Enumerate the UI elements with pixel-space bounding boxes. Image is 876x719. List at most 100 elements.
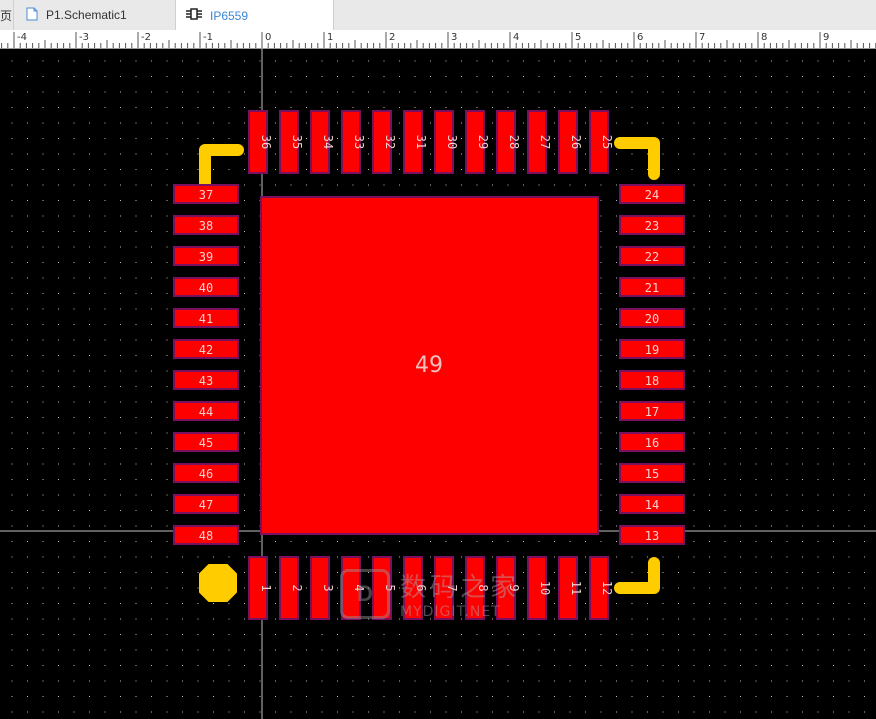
pad-shape (173, 370, 239, 390)
pad-47[interactable]: 47 (173, 494, 239, 514)
pad-45[interactable]: 45 (173, 432, 239, 452)
pad-36[interactable]: 36 (248, 110, 273, 174)
pad-shape (173, 401, 239, 421)
ruler-label: -4 (17, 32, 27, 43)
pad-13[interactable]: 13 (619, 525, 685, 545)
pad-shape (434, 110, 454, 174)
pad-8[interactable]: 8 (465, 556, 490, 620)
pad-11[interactable]: 11 (558, 556, 583, 620)
pad-34[interactable]: 34 (310, 110, 335, 174)
pad-44[interactable]: 44 (173, 401, 239, 421)
pad-1[interactable]: 1 (248, 556, 273, 620)
pad-17[interactable]: 17 (619, 401, 685, 421)
pad-18[interactable]: 18 (619, 370, 685, 390)
pad-shape (619, 401, 685, 421)
pad-number: 7 (445, 584, 459, 591)
pad-40[interactable]: 40 (173, 277, 239, 297)
pad-38[interactable]: 38 (173, 215, 239, 235)
pad-21[interactable]: 21 (619, 277, 685, 297)
pad-number: 41 (199, 312, 213, 326)
ruler-label: 1 (327, 32, 333, 43)
pad-number: 18 (645, 374, 659, 388)
pad-33[interactable]: 33 (341, 110, 366, 174)
tab-previous[interactable]: 页 (0, 0, 14, 30)
pad-35[interactable]: 35 (279, 110, 304, 174)
pad-5[interactable]: 5 (372, 556, 397, 620)
tab-schematic[interactable]: P1.Schematic1 (14, 0, 176, 30)
pad-number: 21 (645, 281, 659, 295)
pad-number: 43 (199, 374, 213, 388)
pad-48[interactable]: 48 (173, 525, 239, 545)
document-icon (26, 7, 38, 24)
pad-43[interactable]: 43 (173, 370, 239, 390)
pad-39[interactable]: 39 (173, 246, 239, 266)
pad-19[interactable]: 19 (619, 339, 685, 359)
pad-37[interactable]: 37 (173, 184, 239, 204)
pad-number: 4 (352, 584, 366, 591)
pad-23[interactable]: 23 (619, 215, 685, 235)
pads-left: 37 38 39 40 41 42 43 44 45 46 47 48 (173, 184, 239, 545)
pad-number: 1 (259, 584, 273, 591)
tab-footprint[interactable]: IP6559 (176, 0, 334, 31)
pad-6[interactable]: 6 (403, 556, 428, 620)
pad-20[interactable]: 20 (619, 308, 685, 328)
silkscreen-corner-bottom-right (614, 557, 660, 594)
pad-42[interactable]: 42 (173, 339, 239, 359)
tab-label: P1.Schematic1 (46, 8, 127, 22)
pad-7[interactable]: 7 (434, 556, 459, 620)
pad-number: 42 (199, 343, 213, 357)
pad-shape (173, 277, 239, 297)
pad-number: 33 (352, 135, 366, 149)
pad-shape (465, 556, 485, 620)
pad-number: 5 (383, 584, 397, 591)
pad-number: 20 (645, 312, 659, 326)
pad-number: 25 (600, 135, 614, 149)
pad-10[interactable]: 10 (527, 556, 552, 620)
pad-number: 38 (199, 219, 213, 233)
pad-15[interactable]: 15 (619, 463, 685, 483)
pad-shape (619, 277, 685, 297)
pad-32[interactable]: 32 (372, 110, 397, 174)
pad-shape (619, 308, 685, 328)
pad-shape (589, 556, 609, 620)
tab-bar: 页 P1.Schematic1 IP6559 (0, 0, 876, 31)
pad-27[interactable]: 27 (527, 110, 552, 174)
pad-number: 31 (414, 135, 428, 149)
pad-46[interactable]: 46 (173, 463, 239, 483)
pad-31[interactable]: 31 (403, 110, 428, 174)
ruler-label: -3 (79, 32, 89, 43)
pad-number: 23 (645, 219, 659, 233)
pad-30[interactable]: 30 (434, 110, 459, 174)
pad-16[interactable]: 16 (619, 432, 685, 452)
pad-3[interactable]: 3 (310, 556, 335, 620)
ruler-label: 6 (637, 32, 643, 43)
exposed-pad-49[interactable] (260, 196, 599, 535)
pad-25[interactable]: 25 (589, 110, 614, 174)
pad-41[interactable]: 41 (173, 308, 239, 328)
pad-12[interactable]: 12 (589, 556, 614, 620)
pad-shape (619, 494, 685, 514)
pad-9[interactable]: 9 (496, 556, 521, 620)
pad-2[interactable]: 2 (279, 556, 304, 620)
pad-4[interactable]: 4 (341, 556, 366, 620)
ruler-label: -1 (203, 32, 213, 43)
pad-number: 36 (259, 135, 273, 149)
pad-number: 16 (645, 436, 659, 450)
pad-22[interactable]: 22 (619, 246, 685, 266)
pad-28[interactable]: 28 (496, 110, 521, 174)
pad-number: 29 (476, 135, 490, 149)
pad-shape (465, 110, 485, 174)
pad-14[interactable]: 14 (619, 494, 685, 514)
pad-number: 19 (645, 343, 659, 357)
pad-26[interactable]: 26 (558, 110, 583, 174)
pad-shape (527, 556, 547, 620)
pad-29[interactable]: 29 (465, 110, 490, 174)
pad-24[interactable]: 24 (619, 184, 685, 204)
ruler-label: 5 (575, 32, 581, 43)
ruler-label: 8 (761, 32, 767, 43)
pad-number: 28 (507, 135, 521, 149)
